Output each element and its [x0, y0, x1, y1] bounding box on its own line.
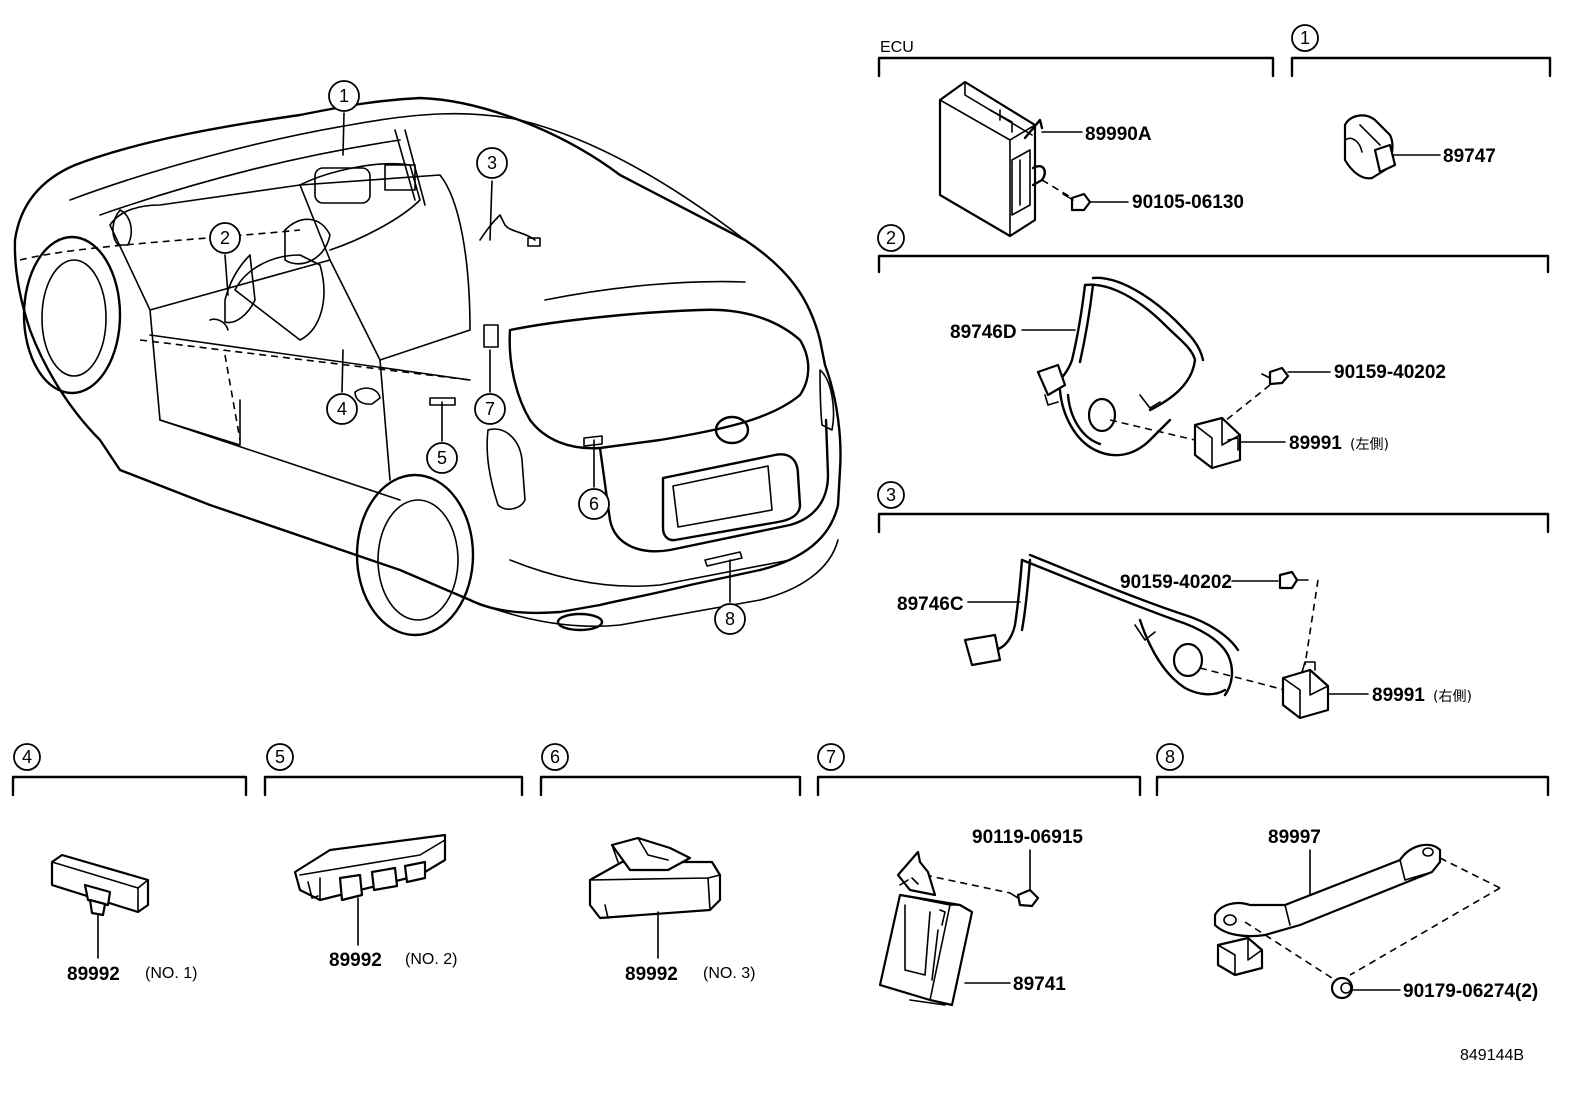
- callout-7: 7: [474, 393, 506, 425]
- part-number-89746C: 89746C: [897, 594, 964, 615]
- section-badge: 7: [826, 747, 836, 767]
- callout-2: 2: [209, 222, 241, 254]
- section-badge: 4: [22, 747, 32, 767]
- handle-icon: [1213, 843, 1442, 977]
- section-badge: 3: [886, 485, 896, 505]
- callout-6: 6: [578, 488, 610, 520]
- sensor-icon: [1193, 416, 1242, 470]
- vehicle-illustration: 1 2 3 4 5 6 7 8: [13, 80, 842, 637]
- callout-label: 8: [725, 609, 735, 629]
- module-icon: [878, 850, 974, 1007]
- section-8: 8 89997 90179-06274(2): [1155, 743, 1550, 1002]
- callout-label: 5: [437, 448, 447, 468]
- callout-label: 4: [337, 399, 347, 419]
- callout-1: 1: [328, 80, 360, 112]
- part-note: (NO. 2): [405, 951, 457, 968]
- section-6: 6 89992 (NO. 3): [539, 743, 802, 985]
- section-badge: 5: [275, 747, 285, 767]
- section-4: 4 89992 (NO. 1): [11, 743, 248, 985]
- part-number-clip: 90179-06274(2): [1403, 981, 1538, 1002]
- antenna-icon: [50, 853, 150, 917]
- part-number-89992: 89992: [67, 964, 120, 985]
- callout-label: 2: [220, 228, 230, 248]
- callout-3: 3: [476, 147, 508, 179]
- section-badge: 2: [886, 228, 896, 248]
- section-label: ECU: [880, 39, 914, 56]
- bolt-icon: [1261, 366, 1290, 386]
- antenna-icon: [588, 836, 722, 920]
- callout-label: 7: [485, 399, 495, 419]
- part-number-89992: 89992: [329, 950, 382, 971]
- clip-icon: [1330, 976, 1354, 1000]
- callout-label: 6: [589, 494, 599, 514]
- section-1: 1 89747: [1290, 24, 1552, 180]
- part-number-bolt: 90159-40202: [1334, 362, 1446, 383]
- section-ecu: ECU 89990A 90105-06130: [877, 39, 1275, 238]
- wire-harness-icon: [1036, 276, 1205, 457]
- section-7: 7 90119-06915 89741: [816, 743, 1142, 1007]
- diagram-code: 849144B: [1460, 1047, 1524, 1064]
- sensor-icon: [1281, 661, 1330, 720]
- callout-4: 4: [326, 393, 358, 425]
- bolt-icon: [1278, 570, 1309, 590]
- part-number-bolt: 90159-40202: [1120, 572, 1232, 593]
- callout-8: 8: [714, 603, 746, 635]
- sensor-icon: [1343, 114, 1397, 180]
- part-note-right-side: (右側): [1433, 689, 1472, 705]
- bolt-icon: [1062, 192, 1092, 212]
- part-note: (NO. 1): [145, 965, 197, 982]
- part-number-89746D: 89746D: [950, 322, 1017, 343]
- bolt-icon: [1009, 888, 1040, 908]
- part-number-89997: 89997: [1268, 827, 1321, 848]
- part-note: (NO. 3): [703, 965, 755, 982]
- section-badge: 1: [1300, 28, 1310, 48]
- part-number-bolt: 90119-06915: [972, 827, 1083, 848]
- part-number-bolt: 90105-06130: [1132, 192, 1244, 213]
- part-number-89991-right: 89991: [1372, 685, 1425, 706]
- section-badge: 8: [1165, 747, 1175, 767]
- part-number-89747: 89747: [1443, 146, 1496, 167]
- section-5: 5 89992 (NO. 2): [263, 743, 524, 971]
- antenna-icon: [293, 833, 447, 902]
- callout-label: 1: [339, 86, 349, 106]
- part-number-89991-left: 89991: [1289, 433, 1342, 454]
- part-number-89990A: 89990A: [1085, 124, 1152, 145]
- wire-harness-icon: [963, 553, 1240, 697]
- part-note-left-side: (左側): [1350, 437, 1389, 453]
- callout-label: 3: [487, 153, 497, 173]
- section-3: 3 89746C 90159-40202 89991 (右側): [877, 481, 1550, 720]
- section-badge: 6: [550, 747, 560, 767]
- part-number-89741: 89741: [1013, 974, 1066, 995]
- callout-5: 5: [426, 442, 458, 474]
- part-number-89992: 89992: [625, 964, 678, 985]
- section-2: 2 89746D 90159-40202: [877, 224, 1550, 470]
